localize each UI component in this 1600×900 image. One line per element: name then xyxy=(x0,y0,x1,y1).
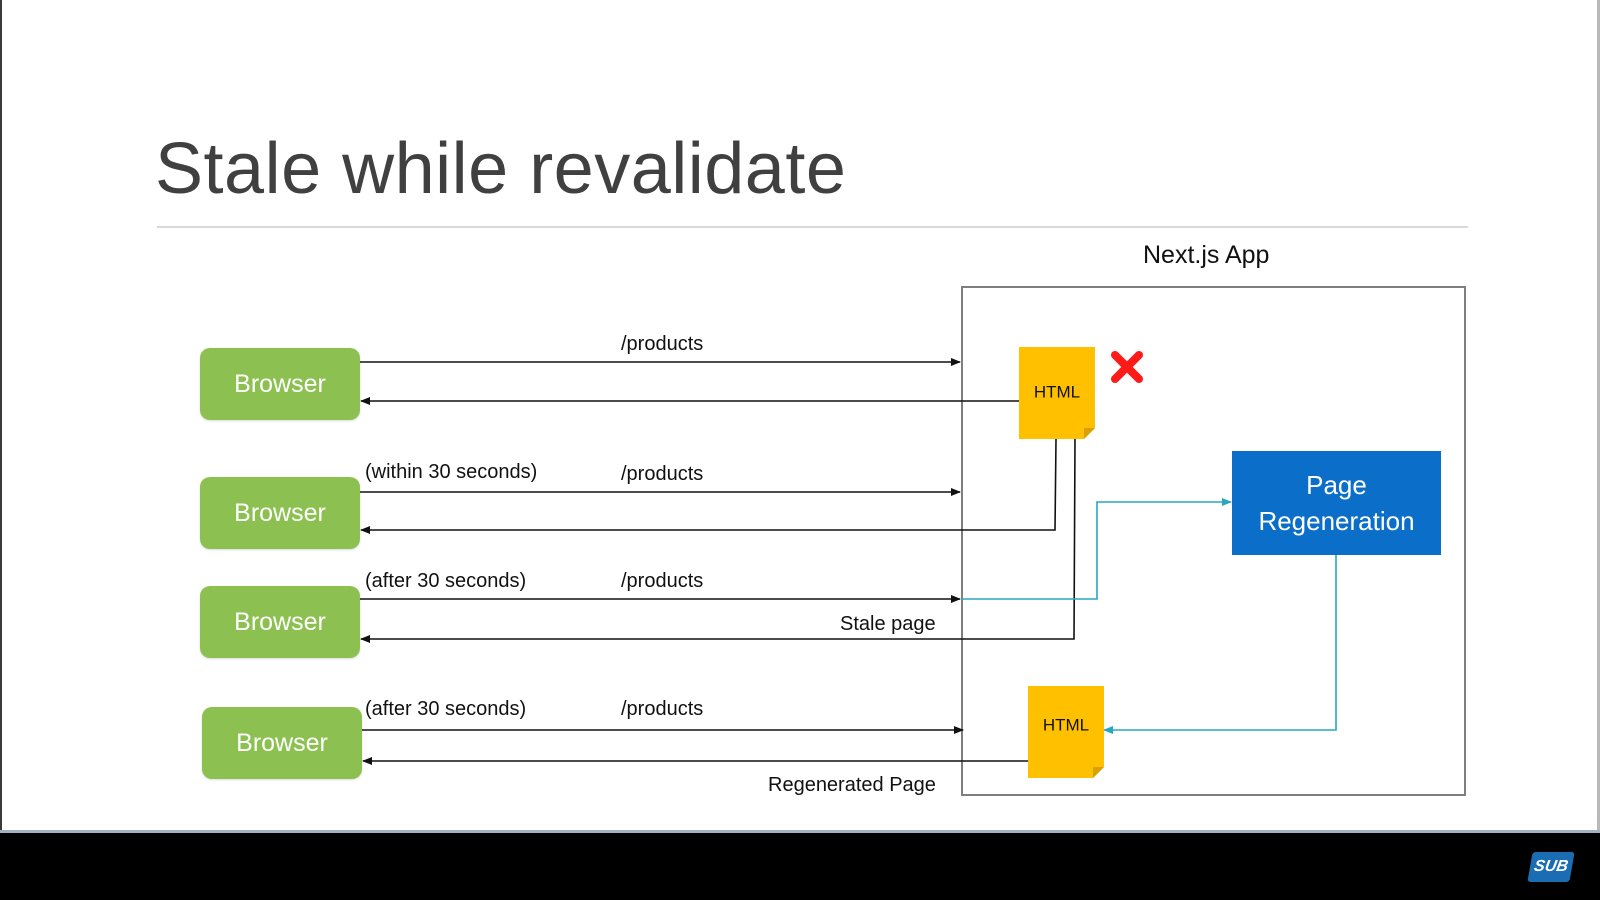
request-1-route: /products xyxy=(621,333,704,355)
footer-divider xyxy=(0,830,1600,835)
request-3-route: /products xyxy=(621,570,704,592)
request-4-note: (after 30 seconds) xyxy=(365,698,527,720)
trigger-regeneration-arrow xyxy=(962,498,1232,600)
response-arrow-2 xyxy=(360,438,1057,534)
right-edge-bar xyxy=(1597,0,1600,833)
html-doc-1-label: HTML xyxy=(1034,382,1080,401)
nextjs-app-label: Next.js App xyxy=(1143,241,1270,269)
html-document-stale: HTML xyxy=(1019,347,1095,439)
browser-4: Browser xyxy=(202,707,362,779)
browser-1: Browser xyxy=(200,348,360,420)
title-divider xyxy=(157,226,1468,228)
sub-badge: SUB xyxy=(1527,852,1575,882)
page-regeneration-box: Page Regeneration xyxy=(1232,451,1441,555)
page-regeneration-line2: Regeneration xyxy=(1258,506,1415,536)
request-3-note: (after 30 seconds) xyxy=(365,570,527,592)
video-footer-bar xyxy=(0,833,1600,900)
request-2-route: /products xyxy=(621,463,704,485)
left-edge xyxy=(0,0,2,833)
browser-2: Browser xyxy=(200,477,360,549)
invalidated-x-icon xyxy=(1111,351,1143,383)
slide-title: Stale while revalidate xyxy=(155,129,847,209)
html-document-regenerated: HTML xyxy=(1028,686,1104,778)
browser-3: Browser xyxy=(200,586,360,658)
nextjs-app-container xyxy=(961,286,1466,796)
regenerated-page-label: Regenerated Page xyxy=(768,774,936,796)
stale-page-label: Stale page xyxy=(840,613,936,635)
regenerated-html-arrow xyxy=(1103,555,1337,734)
request-2-note: (within 30 seconds) xyxy=(365,461,538,483)
page-regeneration-line1: Page xyxy=(1306,470,1367,500)
html-doc-2-label: HTML xyxy=(1043,715,1089,734)
response-arrow-3 xyxy=(360,438,1076,643)
request-4-route: /products xyxy=(621,698,704,720)
